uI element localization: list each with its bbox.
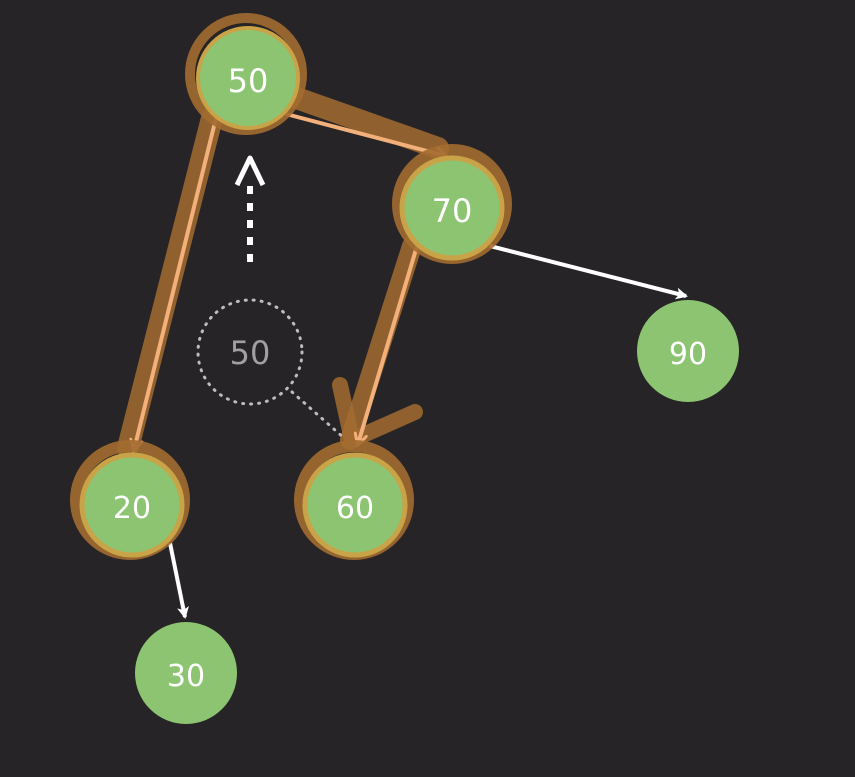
node-30: 30 [135, 622, 237, 724]
node-70: 70 [392, 144, 512, 264]
node-20: 20 [70, 440, 190, 560]
edge-50-20-scribble [117, 107, 223, 459]
ghost-to-60-dotted-line [290, 390, 346, 440]
plain-edges [168, 244, 688, 619]
nodes: 50 70 90 20 60 30 [70, 13, 739, 724]
node-30-label: 30 [167, 659, 205, 694]
node-20-label: 20 [113, 491, 151, 526]
node-70-label: 70 [432, 192, 473, 230]
node-90-circle [637, 300, 739, 402]
edge-50-70-scribble [277, 84, 449, 159]
edge-50-20 [134, 117, 218, 450]
ghost-node [196, 298, 304, 406]
edge-70-60-scribble-hook [332, 377, 423, 448]
edge-70-60-scribble [340, 236, 422, 450]
ghost-up-arrow-head [234, 155, 266, 187]
node-50-circle [196, 26, 300, 130]
node-60: 60 [294, 440, 414, 560]
highlighted-edges [117, 84, 449, 459]
node-30-circle [135, 622, 237, 724]
node-50-highlight [185, 13, 307, 135]
node-60-circle [302, 452, 408, 558]
node-90-label: 90 [669, 337, 707, 372]
edge-70-60 [358, 245, 419, 444]
node-90: 90 [637, 300, 739, 402]
edge-50-70 [285, 112, 446, 156]
node-50-label: 50 [228, 62, 269, 100]
node-50: 50 [185, 13, 307, 135]
node-60-label: 60 [336, 491, 374, 526]
edge-70-90 [489, 244, 688, 300]
ghost-group: 50 [196, 155, 346, 440]
node-20-circle [79, 452, 185, 558]
node-70-circle [399, 155, 505, 261]
ghost-node-label: 50 [230, 334, 271, 372]
edge-20-30 [168, 542, 189, 619]
